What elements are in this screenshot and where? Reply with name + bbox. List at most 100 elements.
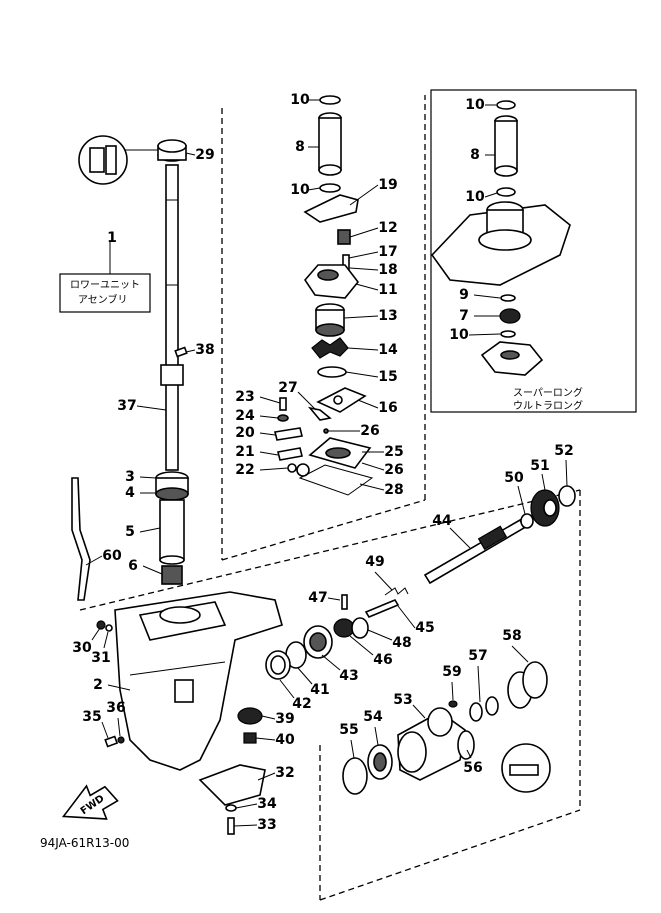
callout-35: 35 bbox=[82, 709, 101, 725]
callout-10: 10 bbox=[465, 97, 485, 113]
leader-line bbox=[565, 459, 568, 487]
leader-line bbox=[279, 679, 295, 699]
leader-line bbox=[259, 451, 279, 456]
callout-24: 24 bbox=[235, 408, 255, 424]
callout-10: 10 bbox=[465, 189, 485, 205]
leader-line bbox=[139, 527, 161, 533]
leader-line bbox=[357, 399, 379, 409]
callout-58: 58 bbox=[502, 628, 521, 644]
leader-line bbox=[107, 684, 131, 691]
callout-42: 42 bbox=[292, 696, 311, 712]
screws-30-31 bbox=[96, 620, 113, 632]
leader-line bbox=[103, 631, 109, 649]
callout-27: 27 bbox=[278, 380, 297, 396]
leader-line bbox=[412, 704, 426, 719]
lower-unit-housing bbox=[114, 591, 283, 771]
callout-10: 10 bbox=[290, 92, 310, 108]
leader-line bbox=[142, 565, 163, 575]
callout-41: 41 bbox=[310, 682, 329, 698]
seal-detail-circle-lower bbox=[501, 743, 551, 793]
leader-line bbox=[257, 772, 276, 781]
callout-54: 54 bbox=[363, 709, 383, 725]
leader-line bbox=[259, 396, 281, 404]
leader-line bbox=[139, 476, 157, 479]
bearing-housing-assembly bbox=[342, 661, 548, 795]
callout-15: 15 bbox=[378, 369, 397, 385]
leader-line bbox=[345, 371, 379, 378]
callout-8: 8 bbox=[295, 139, 305, 155]
callout-59: 59 bbox=[442, 664, 461, 680]
leader-line bbox=[185, 152, 196, 156]
assembly-label-box: ロワーユニット アセンブリ bbox=[59, 242, 151, 313]
leader-line bbox=[473, 294, 501, 299]
callout-32: 32 bbox=[275, 765, 294, 781]
leader-line bbox=[374, 726, 379, 746]
leader-line bbox=[349, 227, 379, 238]
seal-detail-circle bbox=[78, 135, 158, 185]
leader-line bbox=[451, 681, 454, 701]
callout-11: 11 bbox=[378, 282, 397, 298]
callout-45: 45 bbox=[415, 620, 434, 636]
callout-44: 44 bbox=[432, 513, 452, 529]
callout-34: 34 bbox=[257, 796, 277, 812]
callout-39: 39 bbox=[275, 711, 294, 727]
callout-46: 46 bbox=[373, 652, 392, 668]
leader-line bbox=[367, 629, 393, 641]
leader-line bbox=[468, 333, 501, 336]
leader-line bbox=[347, 347, 379, 351]
fwd-arrow-icon: FWD bbox=[61, 784, 119, 820]
callout-36: 36 bbox=[106, 700, 125, 716]
leader-line bbox=[259, 415, 279, 419]
leader-line bbox=[355, 283, 379, 291]
leader-line bbox=[185, 349, 196, 353]
leader-line bbox=[259, 467, 289, 471]
callout-1: 1 bbox=[107, 230, 117, 246]
callout-40: 40 bbox=[275, 732, 295, 748]
leader-line bbox=[349, 267, 379, 271]
leader-line bbox=[255, 737, 276, 741]
callout-25: 25 bbox=[384, 444, 403, 460]
leader-line bbox=[359, 483, 385, 491]
callout-57: 57 bbox=[468, 648, 487, 664]
leader-line bbox=[307, 187, 321, 191]
drain-bolts bbox=[104, 735, 125, 748]
callout-23: 23 bbox=[235, 389, 254, 405]
drawing-code: 94JA-61R13-00 bbox=[40, 836, 129, 850]
inset-parts bbox=[430, 100, 571, 376]
leader-line bbox=[350, 739, 355, 759]
leader-line bbox=[233, 824, 258, 827]
callout-17: 17 bbox=[378, 244, 397, 260]
callout-22: 22 bbox=[235, 462, 254, 478]
callout-48: 48 bbox=[392, 635, 411, 651]
bolts-bottom bbox=[225, 804, 237, 835]
assembly-label-line1: ロワーユニット bbox=[70, 280, 140, 291]
callout-7: 7 bbox=[459, 308, 469, 324]
callout-30: 30 bbox=[72, 640, 92, 656]
callout-10: 10 bbox=[449, 327, 469, 343]
leader-lines bbox=[85, 99, 568, 827]
leader-line bbox=[517, 485, 526, 515]
callout-9: 9 bbox=[459, 287, 469, 303]
leader-line bbox=[449, 527, 471, 549]
anode-plate bbox=[198, 764, 266, 806]
leader-line bbox=[348, 251, 379, 259]
leader-line bbox=[117, 717, 121, 737]
callout-3: 3 bbox=[125, 469, 135, 485]
shift-rod bbox=[71, 477, 91, 601]
leader-line bbox=[484, 192, 498, 198]
callout-51: 51 bbox=[530, 458, 549, 474]
callout-43: 43 bbox=[339, 668, 358, 684]
leader-line bbox=[297, 667, 313, 685]
callout-56: 56 bbox=[463, 760, 482, 776]
leader-line bbox=[259, 432, 276, 436]
callout-55: 55 bbox=[339, 722, 358, 738]
callout-47: 47 bbox=[308, 590, 327, 606]
callout-26: 26 bbox=[384, 462, 403, 478]
callout-38: 38 bbox=[195, 342, 214, 358]
leader-line bbox=[541, 473, 546, 491]
leader-line bbox=[101, 721, 109, 739]
callout-19: 19 bbox=[378, 177, 397, 193]
callout-16: 16 bbox=[378, 400, 397, 416]
